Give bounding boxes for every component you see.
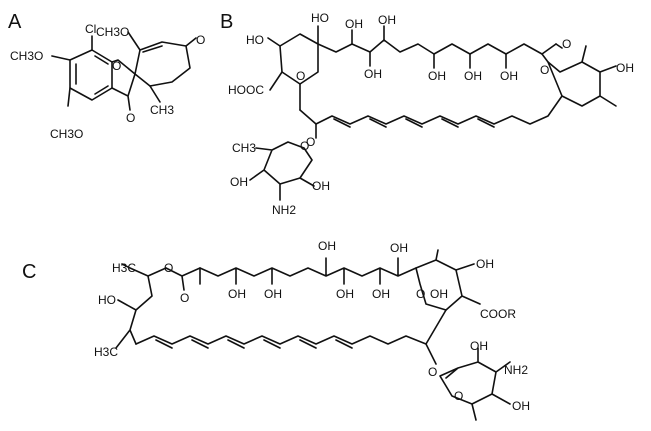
polyol-chain-b bbox=[317, 39, 557, 55]
right-ring-b bbox=[547, 43, 617, 107]
label-o-link-b: O bbox=[306, 135, 315, 149]
label-oh-s2-c: OH bbox=[512, 399, 530, 413]
hemiketal-ring-c bbox=[415, 249, 481, 311]
label-oh-top1: OH bbox=[345, 17, 363, 31]
label-oh-right: OH bbox=[616, 61, 634, 75]
label-oh-s2-b: OH bbox=[312, 179, 330, 193]
label-oh-ring-c: OH bbox=[430, 287, 448, 301]
polyene-chain-c bbox=[135, 309, 447, 349]
label-ch3o-left: CH3O bbox=[10, 49, 43, 63]
label-ch3-sugar-b: CH3 bbox=[232, 141, 256, 155]
hydroxyl-stubs-b bbox=[351, 25, 549, 69]
label-oh-5c: OH bbox=[372, 287, 390, 301]
label-o-keto-ring: O bbox=[126, 111, 135, 125]
substituent-bonds-a bbox=[51, 31, 197, 107]
label-ho-left: HO bbox=[246, 33, 264, 47]
label-oh-top2: OH bbox=[378, 13, 396, 27]
label-o-ester: O bbox=[540, 63, 549, 77]
label-oh-1c: OH bbox=[228, 287, 246, 301]
label-nh2-c: NH2 bbox=[504, 363, 528, 377]
label-oh-mid1: OH bbox=[364, 67, 382, 81]
label-o-ring: O bbox=[112, 59, 121, 73]
left-fragment-c bbox=[115, 263, 201, 349]
panel-letter-b: B bbox=[220, 11, 233, 33]
polyene-chain-b bbox=[299, 95, 563, 128]
label-ho-left-c: HO bbox=[98, 293, 116, 307]
sugar-ring-b bbox=[249, 123, 317, 201]
label-o-ester-c: O bbox=[164, 261, 173, 275]
structure-c: C H3C O O HO H3C OH OH OH OH OH OH OH O … bbox=[22, 239, 530, 421]
label-ch3o-top: CH3O bbox=[96, 25, 129, 39]
label-oh-mid4: OH bbox=[500, 69, 518, 83]
label-hooc: HOOC bbox=[228, 83, 264, 97]
label-oh-mid2: OH bbox=[428, 69, 446, 83]
label-cl: Cl bbox=[85, 22, 96, 36]
structure-b: B HO OH OH HO OH OH OH OH O O O OH HOOC … bbox=[220, 11, 634, 217]
label-o-sugar-b: O bbox=[300, 139, 309, 153]
label-coor: COOR bbox=[480, 307, 516, 321]
label-o-carbonyl: O bbox=[562, 37, 571, 51]
label-nh2-b: NH2 bbox=[272, 203, 296, 217]
label-o-ketone: O bbox=[196, 33, 205, 47]
label-oh-mid3: OH bbox=[464, 69, 482, 83]
label-oh-2c: OH bbox=[264, 287, 282, 301]
cyclohexenone-ring-a bbox=[134, 41, 191, 87]
label-oh-s1-c: OH bbox=[470, 339, 488, 353]
label-oh-7c: OH bbox=[476, 257, 494, 271]
label-oh-s1-b: OH bbox=[230, 175, 248, 189]
label-h3c-bot: H3C bbox=[94, 345, 118, 359]
ring-substituents-b bbox=[267, 25, 319, 111]
structure-a: A Cl CH3O CH3O O O O CH3 CH3O bbox=[8, 11, 205, 141]
label-oh-6c: OH bbox=[390, 241, 408, 255]
label-ch3-a: CH3 bbox=[150, 103, 174, 117]
label-o-ring-b: O bbox=[296, 69, 305, 83]
polyol-chain-c bbox=[199, 257, 417, 285]
label-ho-top1: HO bbox=[311, 11, 329, 25]
benzene-ring-a bbox=[69, 49, 113, 101]
label-h3c-top: H3C bbox=[112, 261, 136, 275]
label-oh-3c: OH bbox=[318, 239, 336, 253]
label-o-carbonyl-c: O bbox=[180, 291, 189, 305]
panel-letter-a: A bbox=[8, 11, 22, 33]
sugar-ring-c bbox=[425, 343, 511, 421]
label-o-link-c: O bbox=[428, 365, 437, 379]
panel-letter-c: C bbox=[22, 261, 36, 283]
label-ch3o-bottom: CH3O bbox=[50, 127, 83, 141]
label-o-ring-c: O bbox=[416, 287, 425, 301]
label-o-sugar-c: O bbox=[454, 389, 463, 403]
label-oh-4c: OH bbox=[336, 287, 354, 301]
